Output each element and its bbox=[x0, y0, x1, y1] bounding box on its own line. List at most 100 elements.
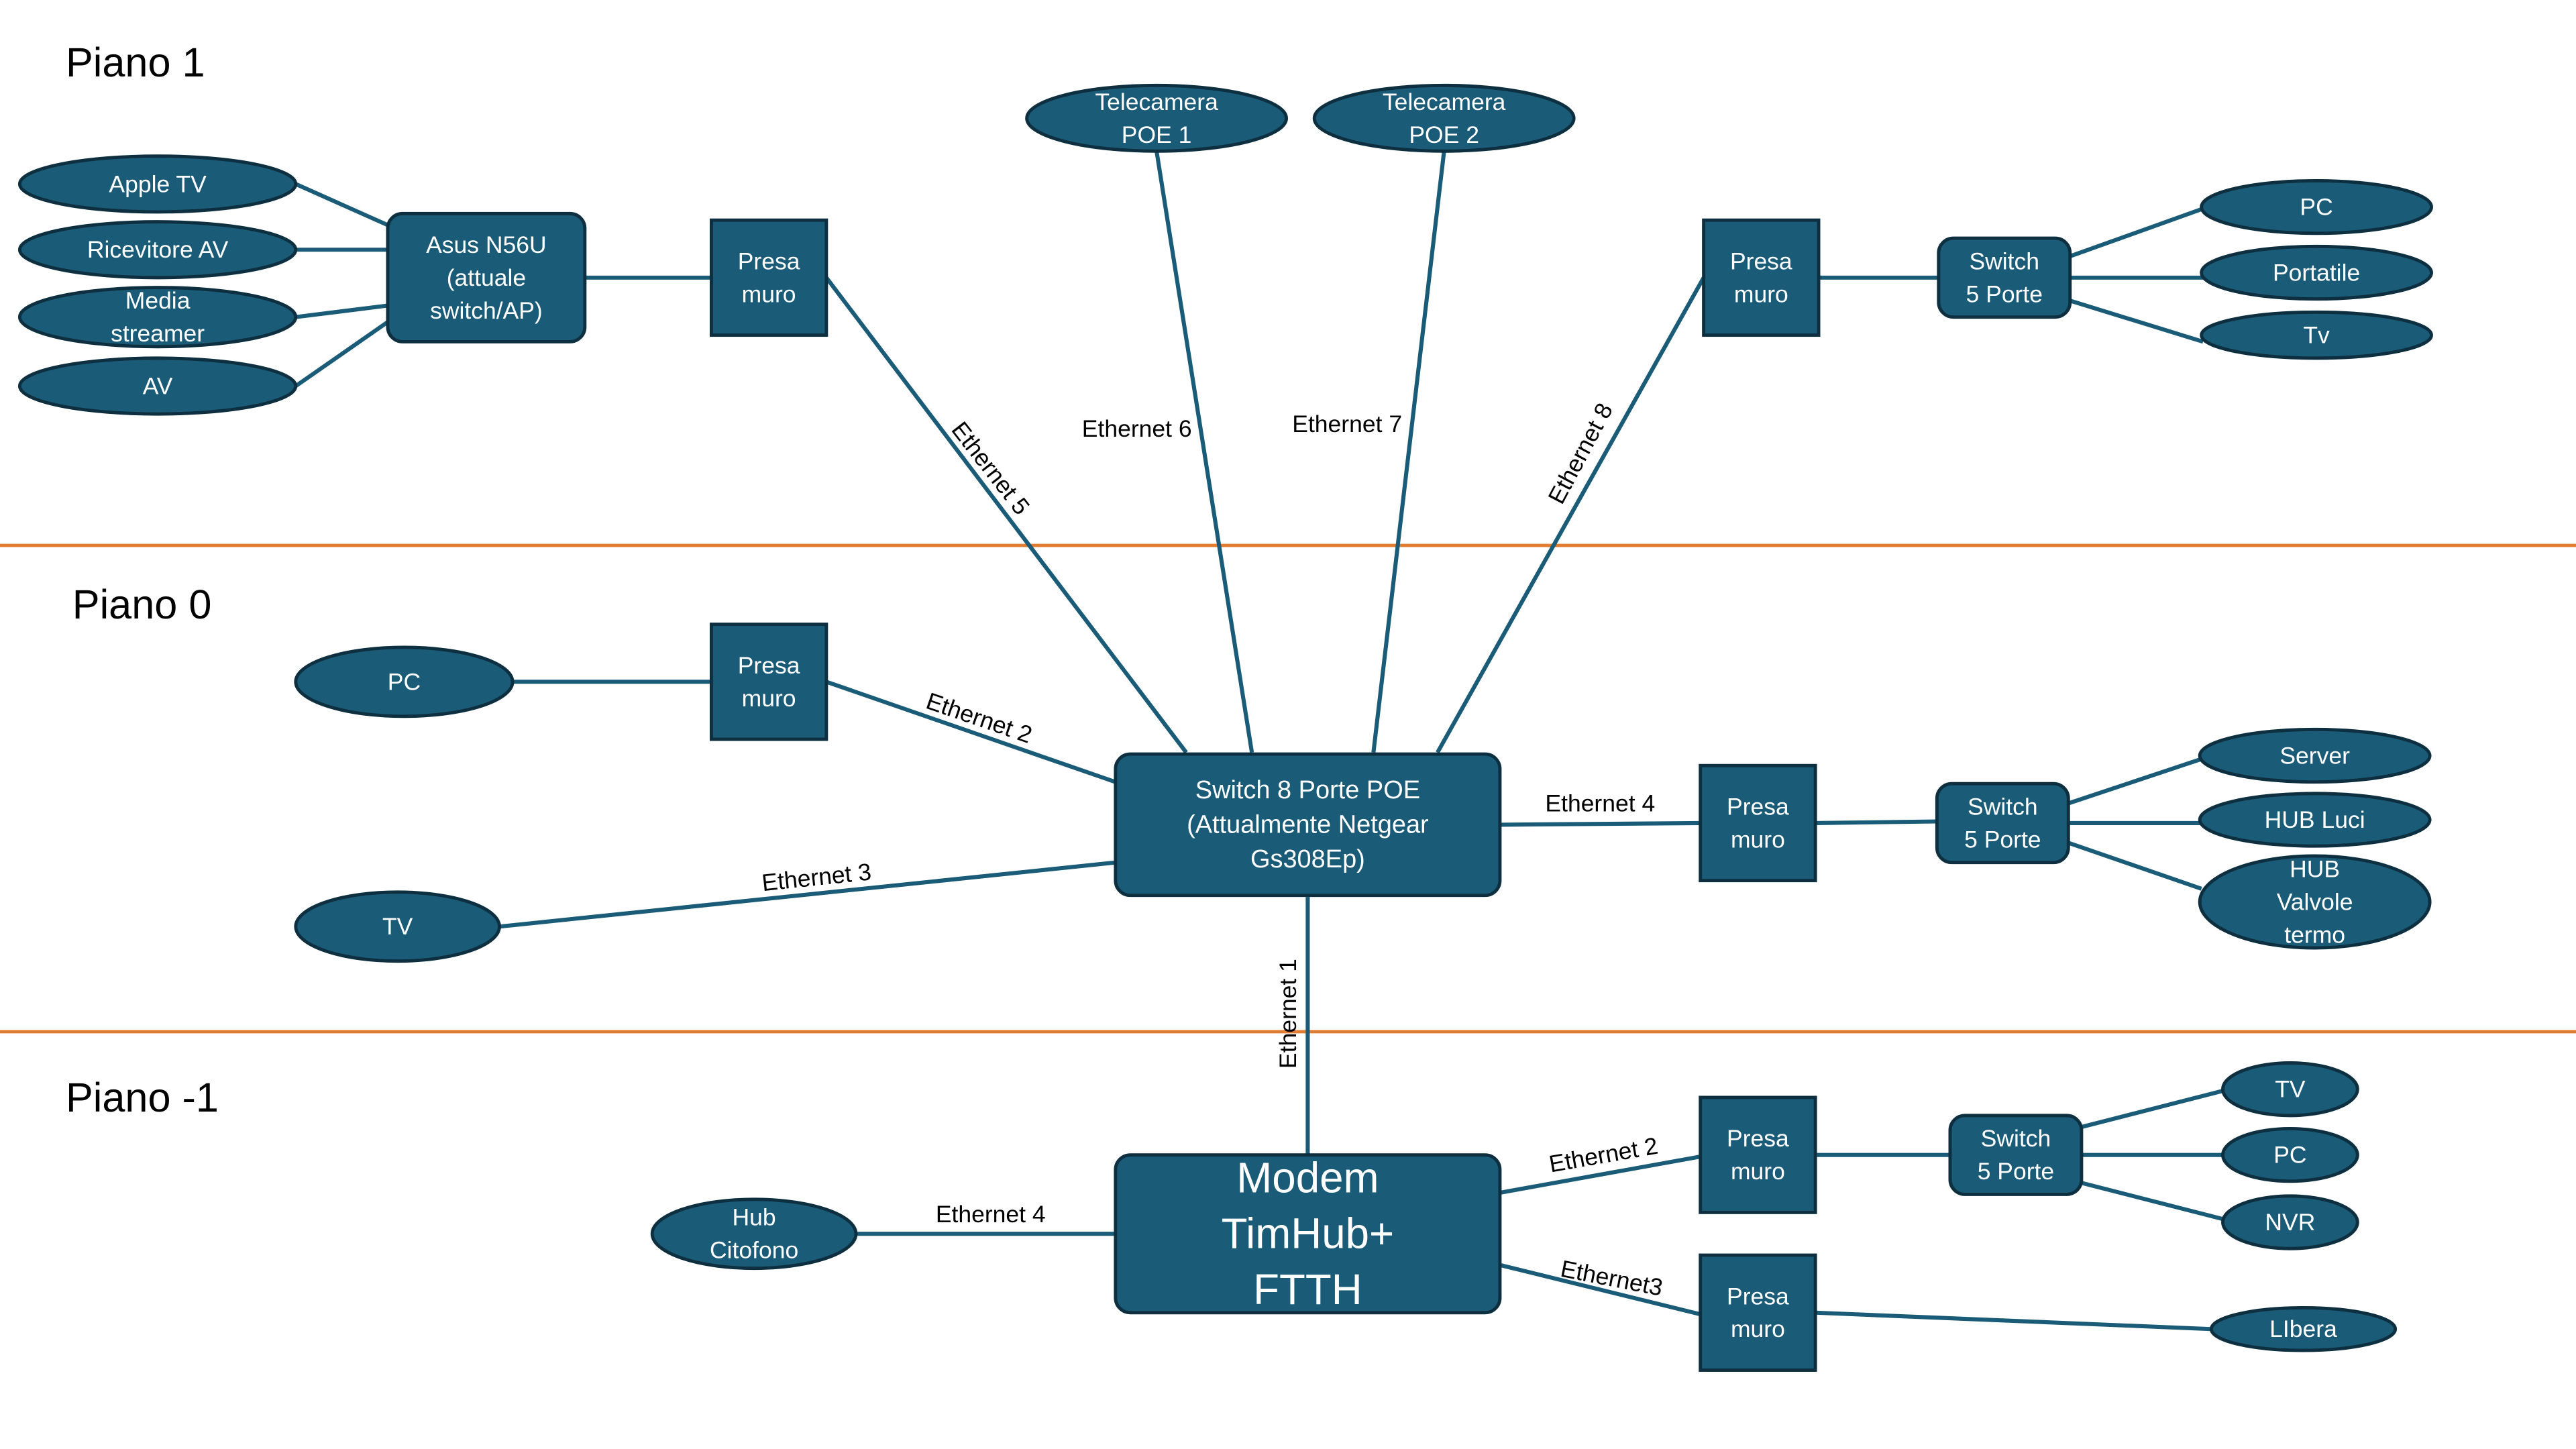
ellipse-shape bbox=[17, 220, 298, 280]
wall-socket-shape bbox=[1699, 1253, 1817, 1372]
ellipse-shape bbox=[2200, 178, 2433, 235]
ellipse-shape bbox=[2200, 244, 2433, 301]
node-label-line: muro bbox=[742, 685, 796, 712]
node-label-line: Switch bbox=[1981, 1125, 2051, 1152]
floor-label-floor-1: Piano 1 bbox=[66, 40, 205, 85]
node-av-1: AV bbox=[17, 356, 298, 416]
connections bbox=[294, 150, 2224, 1332]
connection-switch-0-to-server bbox=[2068, 757, 2202, 806]
wall-socket-shape bbox=[1702, 218, 1821, 337]
node-tv-m1: TV bbox=[2221, 1061, 2359, 1118]
node-label-line: (Attualmente Netgear bbox=[1187, 810, 1429, 839]
node-label-line: TV bbox=[2275, 1076, 2306, 1103]
node-label-line: TV bbox=[382, 913, 413, 940]
node-label-line: Apple TV bbox=[109, 170, 207, 197]
node-switch-poe: Switch 8 Porte POE (Attualmente NetgearGs… bbox=[1114, 752, 1502, 898]
connection-presa-1b-to-switch-poe bbox=[1436, 276, 1706, 754]
device-box-shape bbox=[1935, 782, 2070, 865]
node-presa-0b: Presa muro bbox=[1699, 763, 1817, 883]
node-label-line: muro bbox=[1734, 280, 1788, 307]
node-label-line: Presa bbox=[1727, 793, 1789, 820]
ellipse-shape bbox=[2221, 1127, 2359, 1183]
node-tv-0: TV bbox=[294, 890, 501, 963]
node-pc-m1: PC bbox=[2221, 1127, 2359, 1183]
node-label-line: HUB Luci bbox=[2265, 806, 2365, 833]
node-ricevitore-av: Ricevitore AV bbox=[17, 220, 298, 280]
ellipse-shape bbox=[2198, 727, 2432, 784]
connection-modem-to-presa-m1a bbox=[1499, 1155, 1701, 1195]
node-libera: LIbera bbox=[2209, 1305, 2398, 1352]
node-label-line: muro bbox=[1731, 826, 1785, 853]
connection-switch-m1-to-tv-m1 bbox=[2081, 1089, 2224, 1129]
node-label-line: 5 Porte bbox=[1978, 1158, 2054, 1185]
node-tv-1: Tv bbox=[2200, 310, 2433, 360]
node-presa-0a: Presa muro bbox=[709, 623, 828, 741]
connection-switch-0-to-hub-valvole bbox=[2068, 841, 2202, 891]
device-box-shape bbox=[1114, 752, 1502, 898]
node-label-line: (attuale bbox=[447, 264, 526, 291]
node-label-line: Ricevitore AV bbox=[87, 236, 229, 263]
connection-label: Ethernet 2 bbox=[1547, 1132, 1660, 1178]
connection-label: Ethernet 7 bbox=[1292, 411, 1402, 437]
node-label-line: 5 Porte bbox=[1964, 826, 2041, 853]
connection-switch-poe-to-presa-0b bbox=[1499, 820, 1701, 827]
connection-label: Ethernet 1 bbox=[1275, 959, 1301, 1069]
node-label-line: 5 Porte bbox=[1966, 280, 2043, 307]
wall-socket-shape bbox=[1699, 1095, 1817, 1214]
node-label-line: POE 2 bbox=[1409, 121, 1479, 148]
node-label-line: Presa bbox=[738, 652, 800, 679]
node-label-line: HUB bbox=[2290, 856, 2340, 883]
node-label-line: TimHub+ bbox=[1222, 1210, 1395, 1258]
node-label-line: Presa bbox=[1727, 1125, 1789, 1152]
ellipse-shape bbox=[2200, 310, 2433, 360]
ellipse-shape bbox=[294, 645, 515, 718]
connection-label: Ethernet 2 bbox=[923, 688, 1036, 749]
node-label-line: Switch 8 Porte POE bbox=[1195, 776, 1420, 804]
wall-socket-shape bbox=[709, 623, 828, 741]
node-label-line: muro bbox=[1731, 1316, 1785, 1342]
node-label-line: FTTH bbox=[1253, 1266, 1362, 1313]
ellipse-shape bbox=[2221, 1194, 2359, 1250]
ellipse-shape bbox=[1312, 83, 1576, 153]
ellipse-shape bbox=[2209, 1305, 2398, 1352]
node-label-line: POE 1 bbox=[1122, 121, 1192, 148]
floor-dividers bbox=[0, 543, 2576, 1034]
connection-tv-0-to-switch-poe bbox=[499, 860, 1116, 929]
connection-switch-1-to-pc-1 bbox=[2069, 207, 2204, 258]
connection-label: Ethernet 4 bbox=[936, 1201, 1046, 1228]
node-label-line: streamer bbox=[111, 320, 205, 347]
wall-socket-shape bbox=[709, 218, 828, 337]
node-label-line: Citofono bbox=[710, 1237, 798, 1264]
connection-av-1-to-asus bbox=[294, 320, 389, 388]
node-label-line: LIbera bbox=[2269, 1316, 2337, 1342]
floor-label-floor-m1: Piano -1 bbox=[66, 1075, 219, 1120]
node-label-line: muro bbox=[742, 280, 796, 307]
node-label-line: Gs308Ep) bbox=[1250, 845, 1365, 873]
node-label-line: Hub bbox=[733, 1204, 776, 1231]
node-label-line: NVR bbox=[2265, 1209, 2315, 1236]
connection-apple-tv-to-asus bbox=[294, 182, 389, 227]
device-box-shape bbox=[1937, 236, 2072, 319]
connection-label: Ethernet 4 bbox=[1545, 790, 1655, 817]
node-label-line: Modem bbox=[1236, 1154, 1379, 1201]
ellipse-shape bbox=[17, 286, 298, 349]
connection-presa-m1b-to-libera bbox=[1815, 1310, 2212, 1332]
connection-label: Ethernet 5 bbox=[947, 417, 1035, 520]
ellipse-shape bbox=[650, 1197, 858, 1271]
device-box-shape bbox=[1114, 1153, 1502, 1315]
node-label-line: switch/AP) bbox=[430, 297, 543, 324]
connection-presa-1a-to-switch-poe bbox=[824, 276, 1188, 754]
